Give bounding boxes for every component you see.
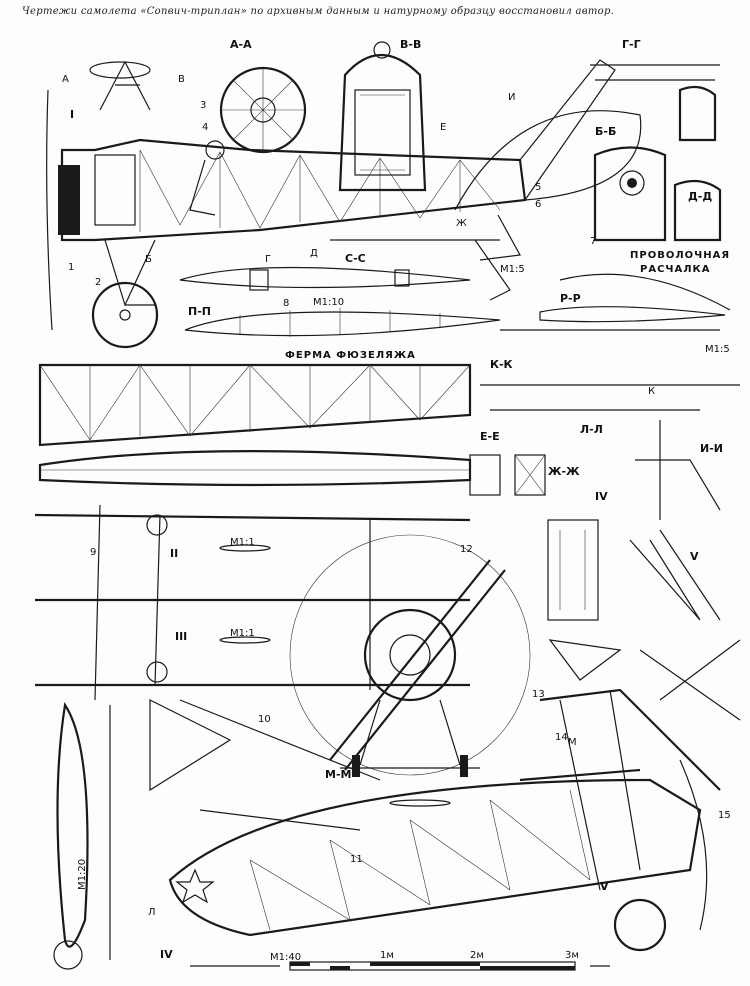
title-wire-2: РАСЧАЛКА <box>640 264 710 275</box>
scale-m5b: М1:5 <box>705 344 730 355</box>
callout-13: 13 <box>532 689 545 700</box>
pilot-head <box>205 140 225 160</box>
roman-iv: IV <box>160 948 173 961</box>
airfoil-sections <box>179 239 731 337</box>
side-view-fuselage <box>46 59 642 349</box>
label-section-rr: Р-Р <box>560 292 581 305</box>
mark-m: М <box>568 737 577 748</box>
roman-iv-detail: IV <box>595 490 608 503</box>
wheel-side <box>91 281 159 349</box>
scale-bar-1m: 1м <box>380 950 394 961</box>
mark-v: В <box>178 74 185 85</box>
propeller-front <box>329 559 506 771</box>
callout-3: 3 <box>200 100 206 111</box>
callout-5: 5 <box>535 182 541 193</box>
fuselage-truss-view <box>38 363 740 520</box>
roman-ii: II <box>170 547 178 560</box>
engine-front <box>363 608 457 702</box>
propeller-plan-view <box>53 702 111 970</box>
callout-15: 15 <box>718 810 731 821</box>
top-wing-section <box>89 61 151 79</box>
star-insignia <box>175 868 215 904</box>
scale-bar-2m: 2м <box>470 950 484 961</box>
mark-a: А <box>62 74 69 85</box>
title-wire-1: ПРОВОЛОЧНАЯ <box>630 250 730 261</box>
section-vv-view <box>338 41 427 192</box>
label-section-pp: П-П <box>188 305 211 318</box>
callout-4: 4 <box>202 122 208 133</box>
roman-i: I <box>70 108 74 121</box>
label-section-kk: К-К <box>490 358 513 371</box>
mark-zh: Ж <box>456 218 467 229</box>
label-section-ll: Л-Л <box>580 423 603 436</box>
scale-m40: М1:40 <box>270 952 301 963</box>
label-section-ee: Е-Е <box>480 430 500 443</box>
callout-10: 10 <box>258 714 271 725</box>
labels: А-А В-В Г-Г Б-Б Д-Д С-С П-П Р-Р К-К Л-Л … <box>62 38 731 963</box>
callout-9: 9 <box>90 547 96 558</box>
mark-e: Е <box>440 122 446 133</box>
section-bb-view <box>593 146 667 242</box>
mark-k: К <box>648 386 655 397</box>
label-section-ss: С-С <box>345 252 366 265</box>
label-section-aa: А-А <box>230 38 252 51</box>
label-section-zhzh: Ж-Ж <box>548 465 580 478</box>
mark-g: Г <box>265 254 271 265</box>
title-fuselage-truss: ФЕРМА ФЮЗЕЛЯЖА <box>285 350 416 361</box>
mark-b: Б <box>145 254 152 265</box>
scale-m10: М1:10 <box>313 297 344 308</box>
caption: Чертежи самолета «Сопвич-триплан» по арх… <box>22 6 615 17</box>
landing-gear <box>104 239 156 307</box>
rudder <box>454 110 642 211</box>
scale-bar <box>190 961 610 971</box>
mark-d: Д <box>310 248 318 259</box>
front-view <box>34 504 531 777</box>
callout-14: 14 <box>555 732 568 743</box>
callout-2: 2 <box>95 277 101 288</box>
detail-views <box>149 519 741 831</box>
scale-m1a: М1:1 <box>230 537 255 548</box>
wheel-perspective <box>613 898 667 952</box>
section-gg-view <box>590 64 722 242</box>
callout-6: 6 <box>535 199 541 210</box>
callout-8: 8 <box>283 298 289 309</box>
label-section-gg: Г-Г <box>622 38 641 51</box>
scale-bar-3m: 3м <box>565 950 579 961</box>
roman-v: V <box>600 880 609 893</box>
callout-7: 7 <box>590 236 596 247</box>
roman-v-detail: V <box>690 550 699 563</box>
callout-12: 12 <box>460 544 473 555</box>
perspective-view <box>168 688 721 952</box>
label-section-vv: В-В <box>400 38 421 51</box>
cabane-strut <box>99 60 151 111</box>
label-section-mm: М-М <box>325 768 351 781</box>
roman-iii: III <box>175 630 187 643</box>
section-dd-view <box>673 179 722 242</box>
mark-l: Л <box>148 907 156 918</box>
callout-11: 11 <box>350 854 363 865</box>
scale-m5a: М1:5 <box>500 264 525 275</box>
label-section-bb: Б-Б <box>595 125 616 138</box>
section-aa-view <box>219 66 307 154</box>
label-section-dd: Д-Д <box>688 190 712 203</box>
propeller-side <box>46 89 53 331</box>
callout-1: 1 <box>68 262 74 273</box>
scale-m20: М1:20 <box>77 859 88 890</box>
scale-m1b: М1:1 <box>230 628 255 639</box>
mark-i: И <box>508 92 515 103</box>
label-section-ii: И-И <box>700 442 723 455</box>
